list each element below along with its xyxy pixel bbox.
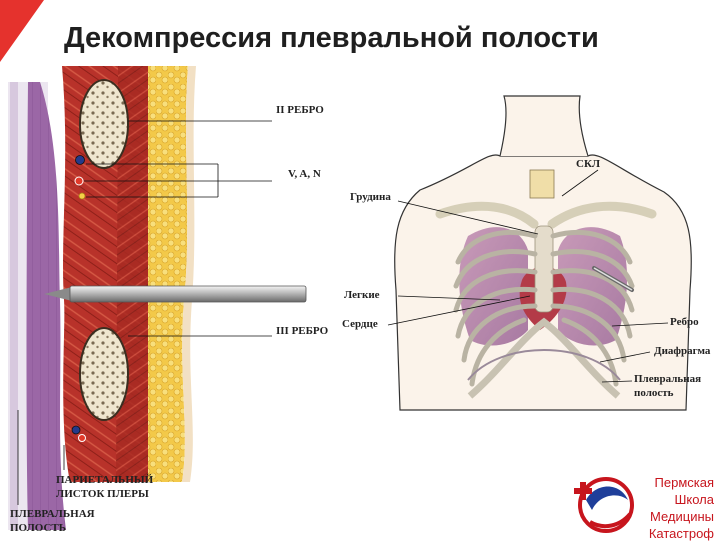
logo-line-1: Пермская [649,474,714,491]
logo-line-3: Медицины [649,508,714,525]
logo-text: Пермская Школа Медицины Катастроф [649,474,714,542]
sternum [535,226,553,312]
rib-3-bone [80,328,128,420]
label-heart: Сердце [342,318,378,331]
label-lungs: Легкие [344,289,380,302]
subcutaneous-fat [148,66,188,482]
logo-line-2: Школа [649,491,714,508]
label-pleural-cavity-line2: полость [634,387,673,400]
label-rib-2: II РЕБРО [276,104,324,117]
label-cavity-line2: ПОЛОСТЬ [10,522,66,535]
label-skl: СКЛ [576,158,600,171]
needle [70,286,306,302]
vein-dot [76,156,85,165]
logo-mark [574,479,632,531]
vein-dot-lower [72,426,80,434]
label-cavity-line1: ПЛЕВРАЛЬНАЯ [10,508,95,521]
parietal-pleura [27,82,67,530]
label-parietal-line1: ПАРИЕТАЛЬНЫЙ [56,474,153,487]
thorax-illustration [395,96,692,410]
label-sternum: Грудина [350,191,391,204]
label-van: V, A, N [288,168,321,181]
nerve-dot [79,193,85,199]
artery-dot [75,177,83,185]
label-parietal-line2: ЛИСТОК ПЛЕРЫ [56,488,149,501]
rib-2-bone [80,80,128,168]
logo-line-4: Катастроф [649,525,714,542]
label-diaphragm: Диафрагма [654,345,710,358]
label-rib-3: III РЕБРО [276,325,328,338]
label-pleural-cavity-line1: Плевральная [634,373,701,386]
artery-dot-lower [79,435,86,442]
label-rib: Ребро [670,316,699,329]
